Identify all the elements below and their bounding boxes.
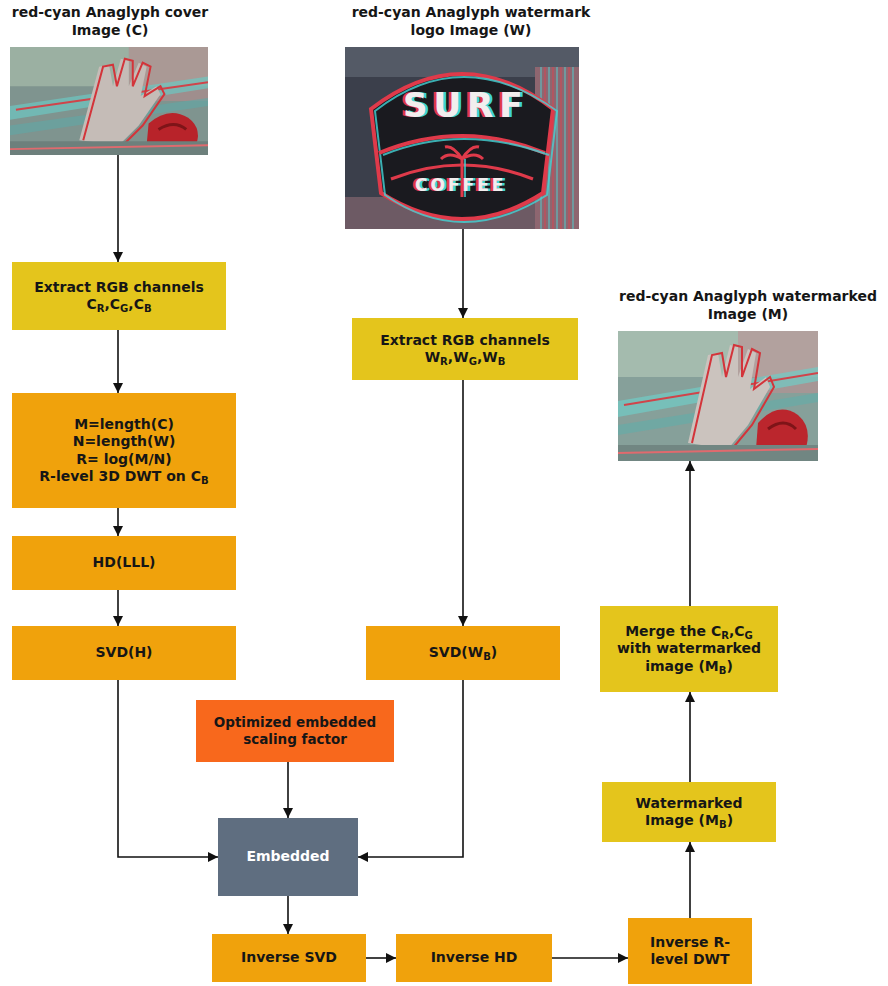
embed-box: Embedded bbox=[218, 818, 358, 896]
box-text: R-level 3D DWT on CB bbox=[39, 468, 208, 486]
subscript: G bbox=[745, 630, 753, 641]
box-text: Extract RGB channels WR,WG,WB bbox=[360, 332, 570, 367]
image-frame bbox=[10, 47, 208, 155]
flow-arrow bbox=[689, 842, 691, 918]
watermarked-image: red-cyan Anaglyph watermarked Image (M) bbox=[610, 288, 886, 461]
box-text: N=length(W) bbox=[73, 433, 176, 451]
logo-illustration bbox=[345, 47, 579, 229]
box-text: Merge the CR,CG with watermarked image (… bbox=[608, 623, 770, 676]
subscript: R bbox=[721, 630, 729, 641]
flow-arrow bbox=[689, 692, 691, 782]
image-frame bbox=[618, 331, 818, 461]
flow-arrow bbox=[462, 229, 464, 318]
watermarked-illustration bbox=[618, 331, 818, 461]
subscript: R bbox=[440, 356, 448, 367]
cover-illustration bbox=[10, 47, 208, 155]
image-frame: SURF COFFEE bbox=[345, 47, 579, 229]
flow-arrow bbox=[287, 762, 289, 818]
flow-arrow bbox=[366, 957, 396, 959]
process-box: HD(LLL) bbox=[12, 536, 236, 590]
flow-arrow bbox=[287, 896, 289, 934]
flow-arrow bbox=[552, 957, 628, 959]
subscript: G bbox=[469, 356, 477, 367]
box-text: Inverse HD bbox=[431, 949, 518, 967]
image-heading: red-cyan Anaglyph cover Image (C) bbox=[5, 4, 215, 39]
subscript: G bbox=[120, 303, 128, 314]
subscript: B bbox=[201, 475, 209, 486]
box-text: Watermarked Image (MB) bbox=[610, 795, 768, 830]
process-box: Inverse HD bbox=[396, 934, 552, 982]
box-text: SVD(H) bbox=[95, 644, 152, 662]
box-text: R= log(M/N) bbox=[76, 451, 171, 469]
subscript: B bbox=[719, 665, 727, 676]
box-text: Optimized embedded scaling factor bbox=[204, 714, 386, 748]
process-box: Inverse SVD bbox=[212, 934, 366, 982]
process-box: M=length(C)N=length(W)R= log(M/N)R-level… bbox=[12, 393, 236, 508]
flow-arrow bbox=[117, 590, 119, 626]
box-text: SVD(WB) bbox=[429, 644, 497, 662]
sign-lettering: SURF bbox=[403, 85, 529, 125]
box-text: HD(LLL) bbox=[93, 554, 156, 572]
watermark-image: red-cyan Anaglyph watermark logo Image (… bbox=[340, 4, 602, 229]
image-heading: red-cyan Anaglyph watermarked Image (M) bbox=[610, 288, 886, 323]
subscript: B bbox=[719, 819, 727, 830]
image-heading: red-cyan Anaglyph watermark logo Image (… bbox=[340, 4, 602, 39]
box-text: Embedded bbox=[246, 848, 329, 866]
process-box: Watermarked Image (MB) bbox=[602, 782, 776, 842]
process-box: Extract RGB channels WR,WG,WB bbox=[352, 318, 578, 380]
subscript: B bbox=[483, 651, 491, 662]
sign-lettering: COFFEE bbox=[415, 175, 506, 195]
flow-arrow bbox=[117, 155, 119, 262]
flow-arrow bbox=[117, 508, 119, 536]
flow-arrow bbox=[117, 330, 119, 393]
subscript: R bbox=[97, 303, 105, 314]
subscript: B bbox=[144, 303, 152, 314]
process-box: SVD(H) bbox=[12, 626, 236, 680]
cover-image: red-cyan Anaglyph cover Image (C) bbox=[5, 4, 215, 155]
subscript: B bbox=[498, 356, 506, 367]
process-box: Merge the CR,CG with watermarked image (… bbox=[600, 606, 778, 692]
box-text: Inverse SVD bbox=[241, 949, 337, 967]
process-box: Extract RGB channels CR,CG,CB bbox=[12, 262, 226, 330]
box-text: Extract RGB channels CR,CG,CB bbox=[20, 279, 218, 314]
process-box: SVD(WB) bbox=[366, 626, 560, 680]
process-box: Inverse R-level DWT bbox=[628, 918, 752, 984]
flow-arrow bbox=[462, 380, 464, 626]
parameter-box: Optimized embedded scaling factor bbox=[196, 700, 394, 762]
flow-arrow bbox=[689, 461, 691, 606]
box-text: Inverse R-level DWT bbox=[636, 934, 744, 969]
box-text: M=length(C) bbox=[74, 416, 174, 434]
